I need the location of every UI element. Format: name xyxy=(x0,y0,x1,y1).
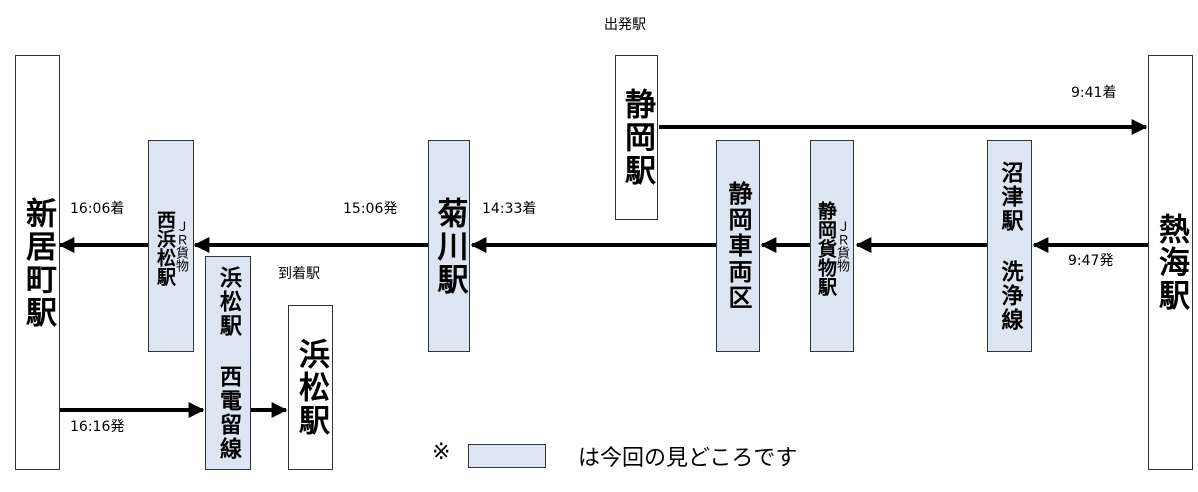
legend-highlight-swatch xyxy=(468,444,546,468)
station-shinjo-label: 新居町駅 xyxy=(20,196,56,329)
station-atami: 熱海駅 xyxy=(1148,55,1193,470)
arrival-station-label: 到着駅 xyxy=(278,266,320,282)
nishihamamatsu-jr-label: ＪＲ貨物 xyxy=(173,220,188,272)
time-0941-arrive: 9:41着 xyxy=(1071,85,1117,101)
shizuoka-label: 静岡駅 xyxy=(619,88,655,187)
station-jr-kamotsu-nishihamamatsu: ＪＲ貨物 西浜松駅 xyxy=(148,140,194,352)
station-numazu-senjo: 沼津駅 洗浄線 xyxy=(987,140,1032,352)
station-shinjo: 新居町駅 xyxy=(15,55,60,470)
departure-station-label: 出発駅 xyxy=(604,17,646,33)
kikugawa-label: 菊川駅 xyxy=(431,196,468,296)
station-hamamatsu: 浜松駅 xyxy=(288,305,333,470)
time-1616-depart: 16:16発 xyxy=(70,419,125,435)
time-1506-depart: 15:06発 xyxy=(343,201,398,217)
legend-note-mark: ※ xyxy=(432,440,451,465)
shizuoka-sharyoku-label: 静岡車両区 xyxy=(724,181,752,311)
station-hamamatsu-seiden: 浜松駅 西電留線 xyxy=(205,256,251,470)
nishihamamatsu-label: 西浜松駅 xyxy=(154,210,176,286)
station-shizuoka: 静岡駅 xyxy=(615,55,658,220)
station-shizuoka-sharyoku: 静岡車両区 xyxy=(716,140,760,352)
time-1433-arrive: 14:33着 xyxy=(482,201,537,217)
hamamatsu-label: 浜松駅 xyxy=(293,338,329,437)
atami-label: 熱海駅 xyxy=(1153,213,1189,312)
numazu-senjo-label: 沼津駅 洗浄線 xyxy=(997,160,1023,332)
shizuoka-kamotsu-jr-label: ＪＲ貨物 xyxy=(834,220,849,272)
station-jr-kamotsu-shizuoka: ＪＲ貨物 静岡貨物駅 xyxy=(810,140,854,352)
legend-text: は今回の見どころです xyxy=(578,446,798,471)
shizuoka-kamotsu-label: 静岡貨物駅 xyxy=(815,200,837,296)
station-kikugawa: 菊川駅 xyxy=(428,140,470,352)
time-0947-depart: 9:47発 xyxy=(1068,253,1114,269)
hamamatsu-seiden-label: 浜松駅 西電留線 xyxy=(216,265,241,461)
time-1606-arrive: 16:06着 xyxy=(70,201,125,217)
